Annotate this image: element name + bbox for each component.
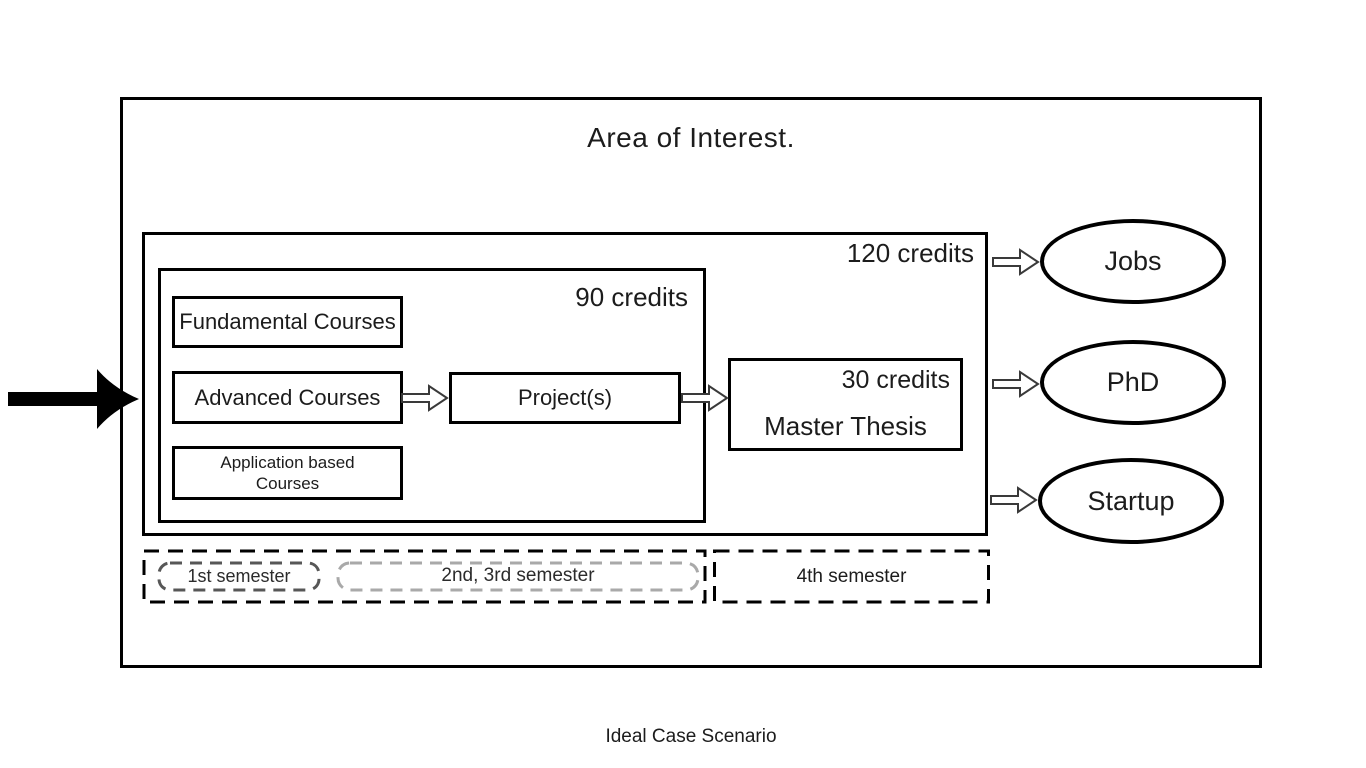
coursework-credits-label: 90 credits bbox=[575, 282, 688, 312]
application-courses-box: Application based Courses bbox=[172, 446, 403, 500]
fundamental-courses-box: Fundamental Courses bbox=[172, 296, 403, 348]
thesis-credits-label: 30 credits bbox=[841, 366, 950, 394]
total-credits-box: 120 credits bbox=[142, 232, 988, 536]
diagram-caption: Ideal Case Scenario bbox=[605, 726, 777, 747]
total-credits-label: 120 credits bbox=[846, 238, 974, 268]
master-thesis-box: 30 credits Master Thesis bbox=[728, 358, 963, 451]
diagram-title: Area of Interest. bbox=[587, 122, 795, 153]
semester-2-3-label: 2nd, 3rd semester bbox=[441, 565, 595, 586]
application-courses-label: Application based Courses bbox=[220, 452, 355, 493]
advanced-courses-label: Advanced Courses bbox=[194, 384, 381, 410]
project-box: Project(s) bbox=[449, 372, 681, 424]
advanced-courses-box: Advanced Courses bbox=[172, 371, 403, 424]
outcome-jobs-label: Jobs bbox=[1104, 246, 1162, 276]
outcome-startup-ellipse: Startup bbox=[1038, 458, 1224, 544]
outcome-phd-label: PhD bbox=[1106, 367, 1160, 397]
outcome-phd-ellipse: PhD bbox=[1040, 340, 1226, 425]
semester-1-label: 1st semester bbox=[187, 565, 291, 586]
outcome-jobs-ellipse: Jobs bbox=[1040, 219, 1226, 304]
semester-4-label: 4th semester bbox=[796, 565, 907, 587]
fundamental-courses-label: Fundamental Courses bbox=[179, 309, 396, 334]
master-thesis-label: Master Thesis bbox=[764, 411, 927, 441]
project-label: Project(s) bbox=[517, 385, 613, 410]
outcome-startup-label: Startup bbox=[1087, 485, 1175, 516]
